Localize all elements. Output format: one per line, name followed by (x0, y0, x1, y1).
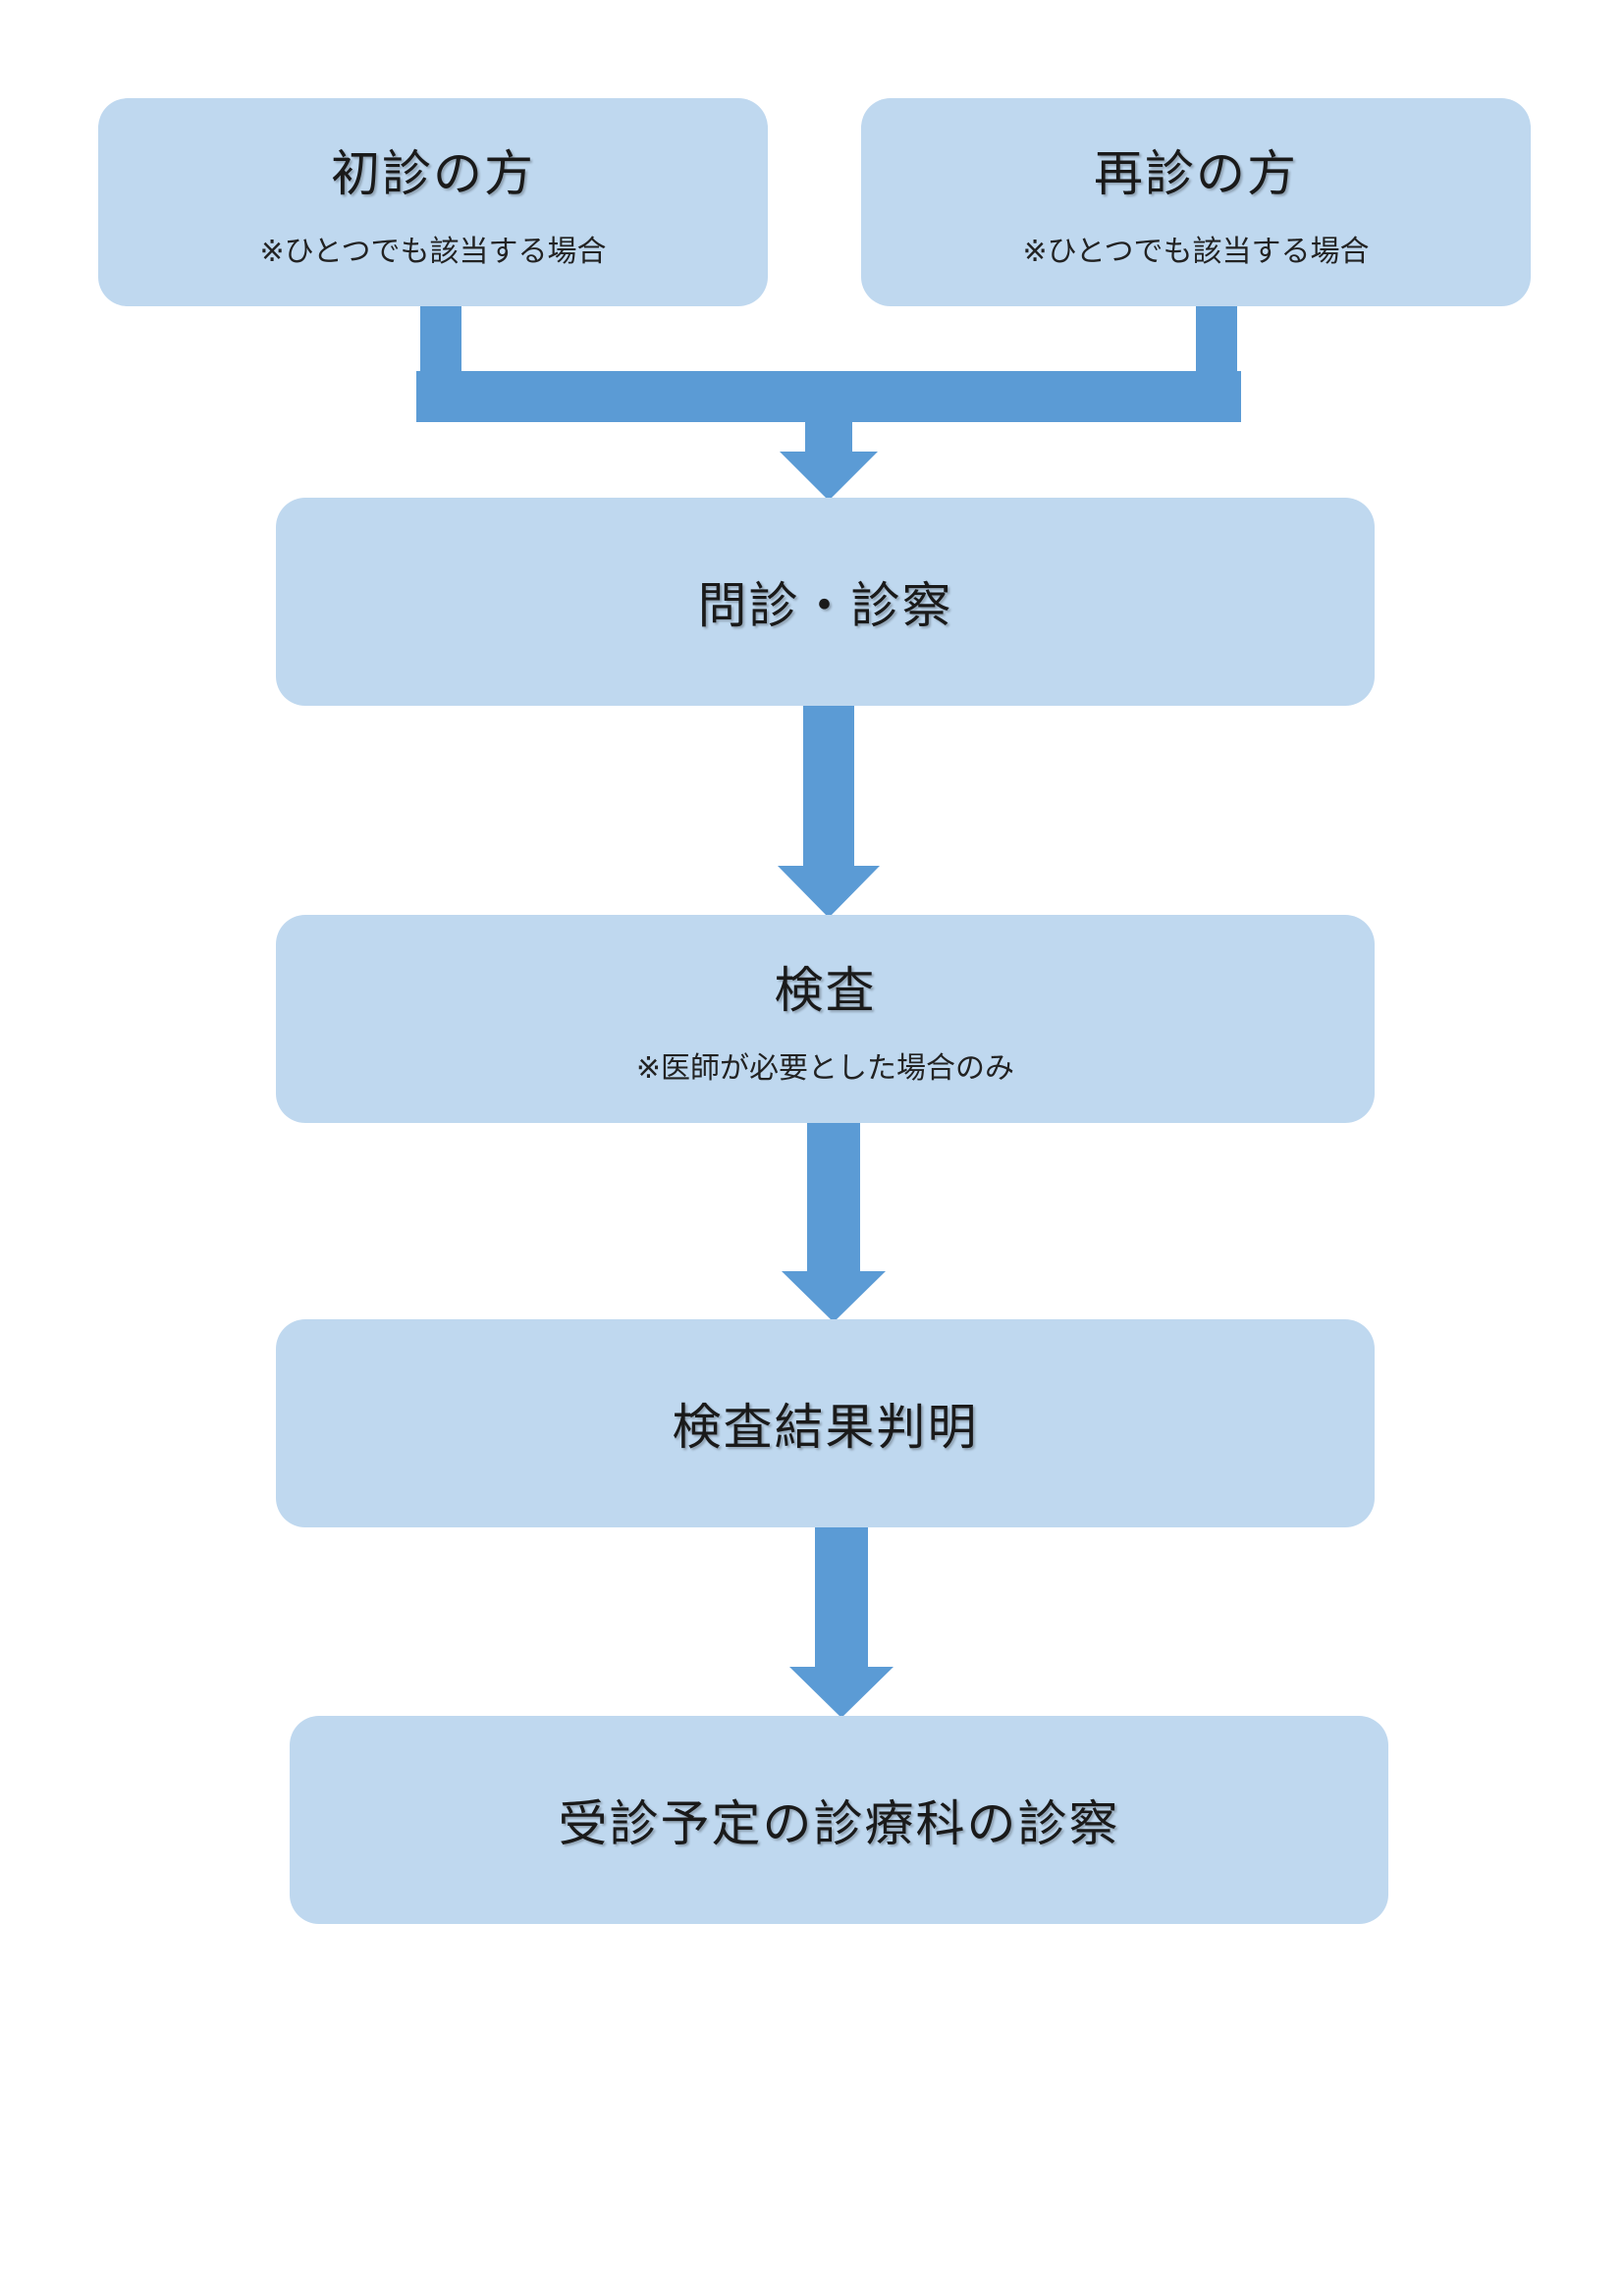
left-branch-bar (420, 304, 461, 373)
box-title: 初診の方 (331, 145, 535, 202)
box-title: 検査結果判明 (672, 1399, 979, 1456)
arrow-to-specialty (789, 1526, 893, 1718)
box-first-visit: 初診の方 ※ひとつでも該当する場合 (98, 98, 768, 306)
box-exam: 検査 ※医師が必要とした場合のみ (276, 915, 1375, 1123)
arrow-to-interview (780, 422, 878, 501)
merge-bar (416, 371, 1241, 422)
right-branch-bar (1196, 304, 1237, 373)
arrow-to-exam (778, 705, 880, 918)
box-note: ※ひとつでも該当する場合 (259, 235, 607, 269)
box-note: ※ひとつでも該当する場合 (1022, 235, 1370, 269)
box-specialty: 受診予定の診療科の診察 (290, 1716, 1388, 1924)
arrow-to-results (782, 1121, 886, 1322)
box-title: 問診・診察 (697, 577, 953, 634)
box-note: ※医師が必要とした場合のみ (635, 1051, 1015, 1086)
box-interview: 問診・診察 (276, 498, 1375, 706)
box-revisit: 再診の方 ※ひとつでも該当する場合 (861, 98, 1531, 306)
box-title: 受診予定の診療科の診察 (558, 1795, 1120, 1852)
box-title: 再診の方 (1094, 145, 1298, 202)
box-results: 検査結果判明 (276, 1319, 1375, 1527)
box-title: 検査 (774, 962, 877, 1019)
